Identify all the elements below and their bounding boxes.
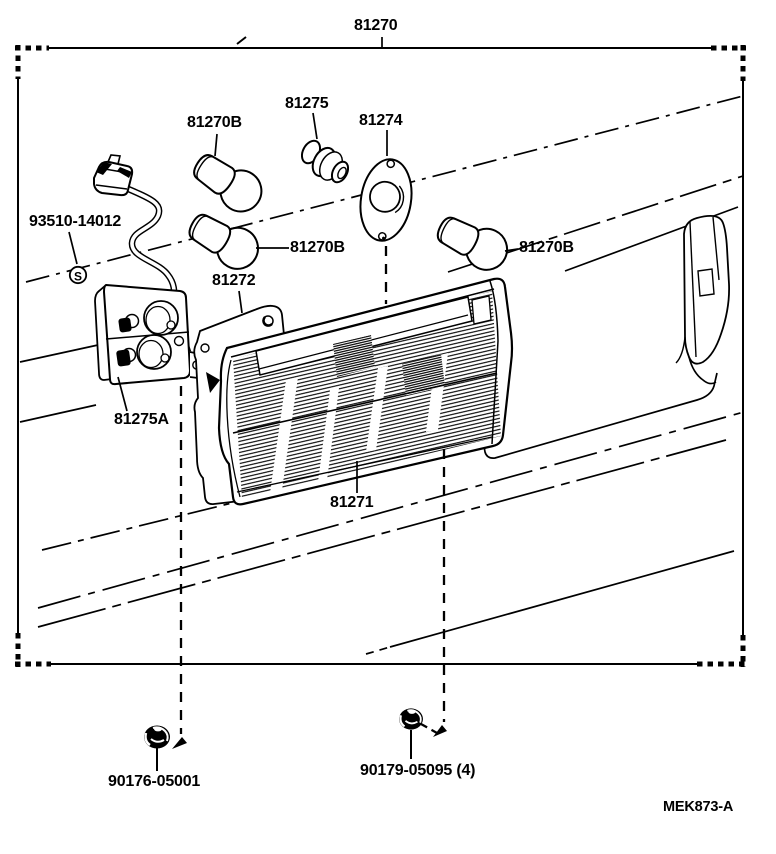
corner-pillar xyxy=(675,214,730,385)
gasket-81274 xyxy=(359,158,413,242)
bulb-right xyxy=(430,207,515,278)
lamp-recess-edge xyxy=(483,372,718,459)
arrowhead-left xyxy=(172,737,187,749)
figure-code: MEK873-A xyxy=(663,799,734,815)
screw-symbol: S xyxy=(68,265,88,285)
part-label-81272: 81272 xyxy=(212,272,256,289)
bulb-top xyxy=(185,144,271,221)
part-label-81275A: 81275A xyxy=(114,411,169,428)
screw-symbol-letter: S xyxy=(74,270,82,284)
part-label-81270B-right: 81270B xyxy=(519,239,574,256)
bulb-middle xyxy=(181,204,267,278)
nut-front xyxy=(142,724,172,750)
socket-housing-81275A xyxy=(94,283,207,386)
diagram-frame xyxy=(15,36,746,667)
part-label-81274: 81274 xyxy=(359,112,403,129)
part-label-81275: 81275 xyxy=(285,95,329,112)
part-label-81270B-middle: 81270B xyxy=(290,239,345,256)
lens-81271 xyxy=(217,277,514,506)
part-label-93510-14012: 93510-14012 xyxy=(29,213,122,230)
nut-rear xyxy=(397,707,425,731)
part-label-81271: 81271 xyxy=(330,494,374,511)
part-label-90176-05001: 90176-05001 xyxy=(108,773,201,790)
part-label-81270: 81270 xyxy=(354,17,398,34)
part-label-90179-05095: 90179-05095 (4) xyxy=(360,762,476,779)
mounting-stud xyxy=(206,372,220,393)
dashed-reference-lines xyxy=(179,246,446,735)
stray-tick-mark xyxy=(236,36,247,45)
leader-lines xyxy=(68,37,519,771)
bulb-socket-81275 xyxy=(300,139,350,184)
wire-connector xyxy=(93,154,134,197)
arrowhead-right xyxy=(433,725,447,737)
part-label-81270B-top: 81270B xyxy=(187,114,242,131)
